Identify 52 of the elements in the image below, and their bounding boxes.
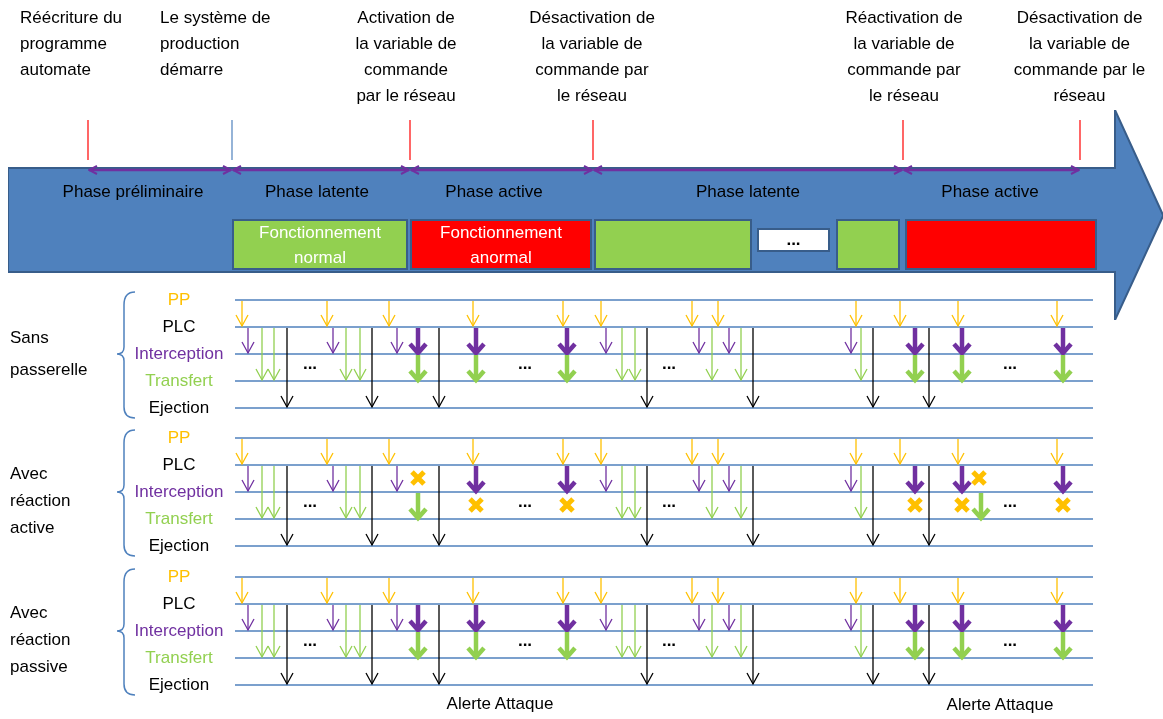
row-label: PP bbox=[167, 288, 191, 311]
ellipsis: ... bbox=[661, 493, 677, 511]
ellipsis: ... bbox=[302, 355, 318, 373]
row-label: Interception bbox=[134, 342, 224, 365]
bar-label: Fonctionnement normal bbox=[258, 221, 382, 269]
phase-bar bbox=[757, 228, 830, 252]
row-label: PLC bbox=[162, 453, 196, 476]
row-label: Transfert bbox=[145, 646, 213, 669]
phase-bar bbox=[232, 219, 408, 270]
event-label: Désactivation de la variable de commande par le réseau bbox=[1012, 7, 1147, 107]
alert-label: Alerte Attaque bbox=[946, 693, 1054, 716]
phase-bar bbox=[836, 219, 900, 270]
row-label: Interception bbox=[134, 480, 224, 503]
row-label: Interception bbox=[134, 619, 224, 642]
row-label: Transfert bbox=[145, 507, 213, 530]
phase-bar bbox=[594, 219, 752, 270]
row-label: PLC bbox=[162, 592, 196, 615]
row-label: Ejection bbox=[148, 673, 210, 696]
row-label: Ejection bbox=[148, 534, 210, 557]
row-label: PP bbox=[167, 426, 191, 449]
ellipsis: ... bbox=[661, 355, 677, 373]
ellipsis: ... bbox=[302, 632, 318, 650]
phase-label: Phase latente bbox=[265, 181, 369, 203]
event-label: Désactivation de la variable de commande par le réseau bbox=[528, 7, 656, 107]
group-label: Sans passerelle bbox=[10, 327, 89, 381]
phase-bar bbox=[410, 219, 592, 270]
phase-label: Phase active bbox=[445, 181, 543, 203]
ellipsis: ... bbox=[1002, 632, 1018, 650]
ellipsis: ... bbox=[517, 493, 533, 511]
event-label: Réécriture du programme automate bbox=[20, 7, 124, 81]
ellipsis: ... bbox=[302, 493, 318, 511]
row-label: Transfert bbox=[145, 369, 213, 392]
row-label: PP bbox=[167, 565, 191, 588]
ellipsis: ... bbox=[517, 632, 533, 650]
ellipsis: ... bbox=[661, 632, 677, 650]
group-label: Avec réaction passive bbox=[10, 602, 72, 678]
phase-label: Phase préliminaire bbox=[62, 181, 204, 203]
row-label: PLC bbox=[162, 315, 196, 338]
phase-label: Phase latente bbox=[696, 181, 800, 203]
alert-label: Alerte Attaque bbox=[446, 692, 554, 715]
row-label: Ejection bbox=[148, 396, 210, 419]
ellipsis: ... bbox=[517, 355, 533, 373]
phase-bar bbox=[905, 219, 1097, 270]
bar-label: ... bbox=[786, 231, 801, 249]
event-label: Activation de la variable de commande par le réseau bbox=[354, 7, 458, 107]
event-label: Réactivation de la variable de commande par le réseau bbox=[844, 7, 964, 107]
phase-label: Phase active bbox=[941, 181, 1039, 203]
ellipsis: ... bbox=[1002, 355, 1018, 373]
ellipsis: ... bbox=[1002, 493, 1018, 511]
bar-label: Fonctionnement anormal bbox=[439, 221, 563, 269]
event-label: Le système de production démarre bbox=[160, 7, 272, 81]
group-label: Avec réaction active bbox=[10, 463, 72, 539]
